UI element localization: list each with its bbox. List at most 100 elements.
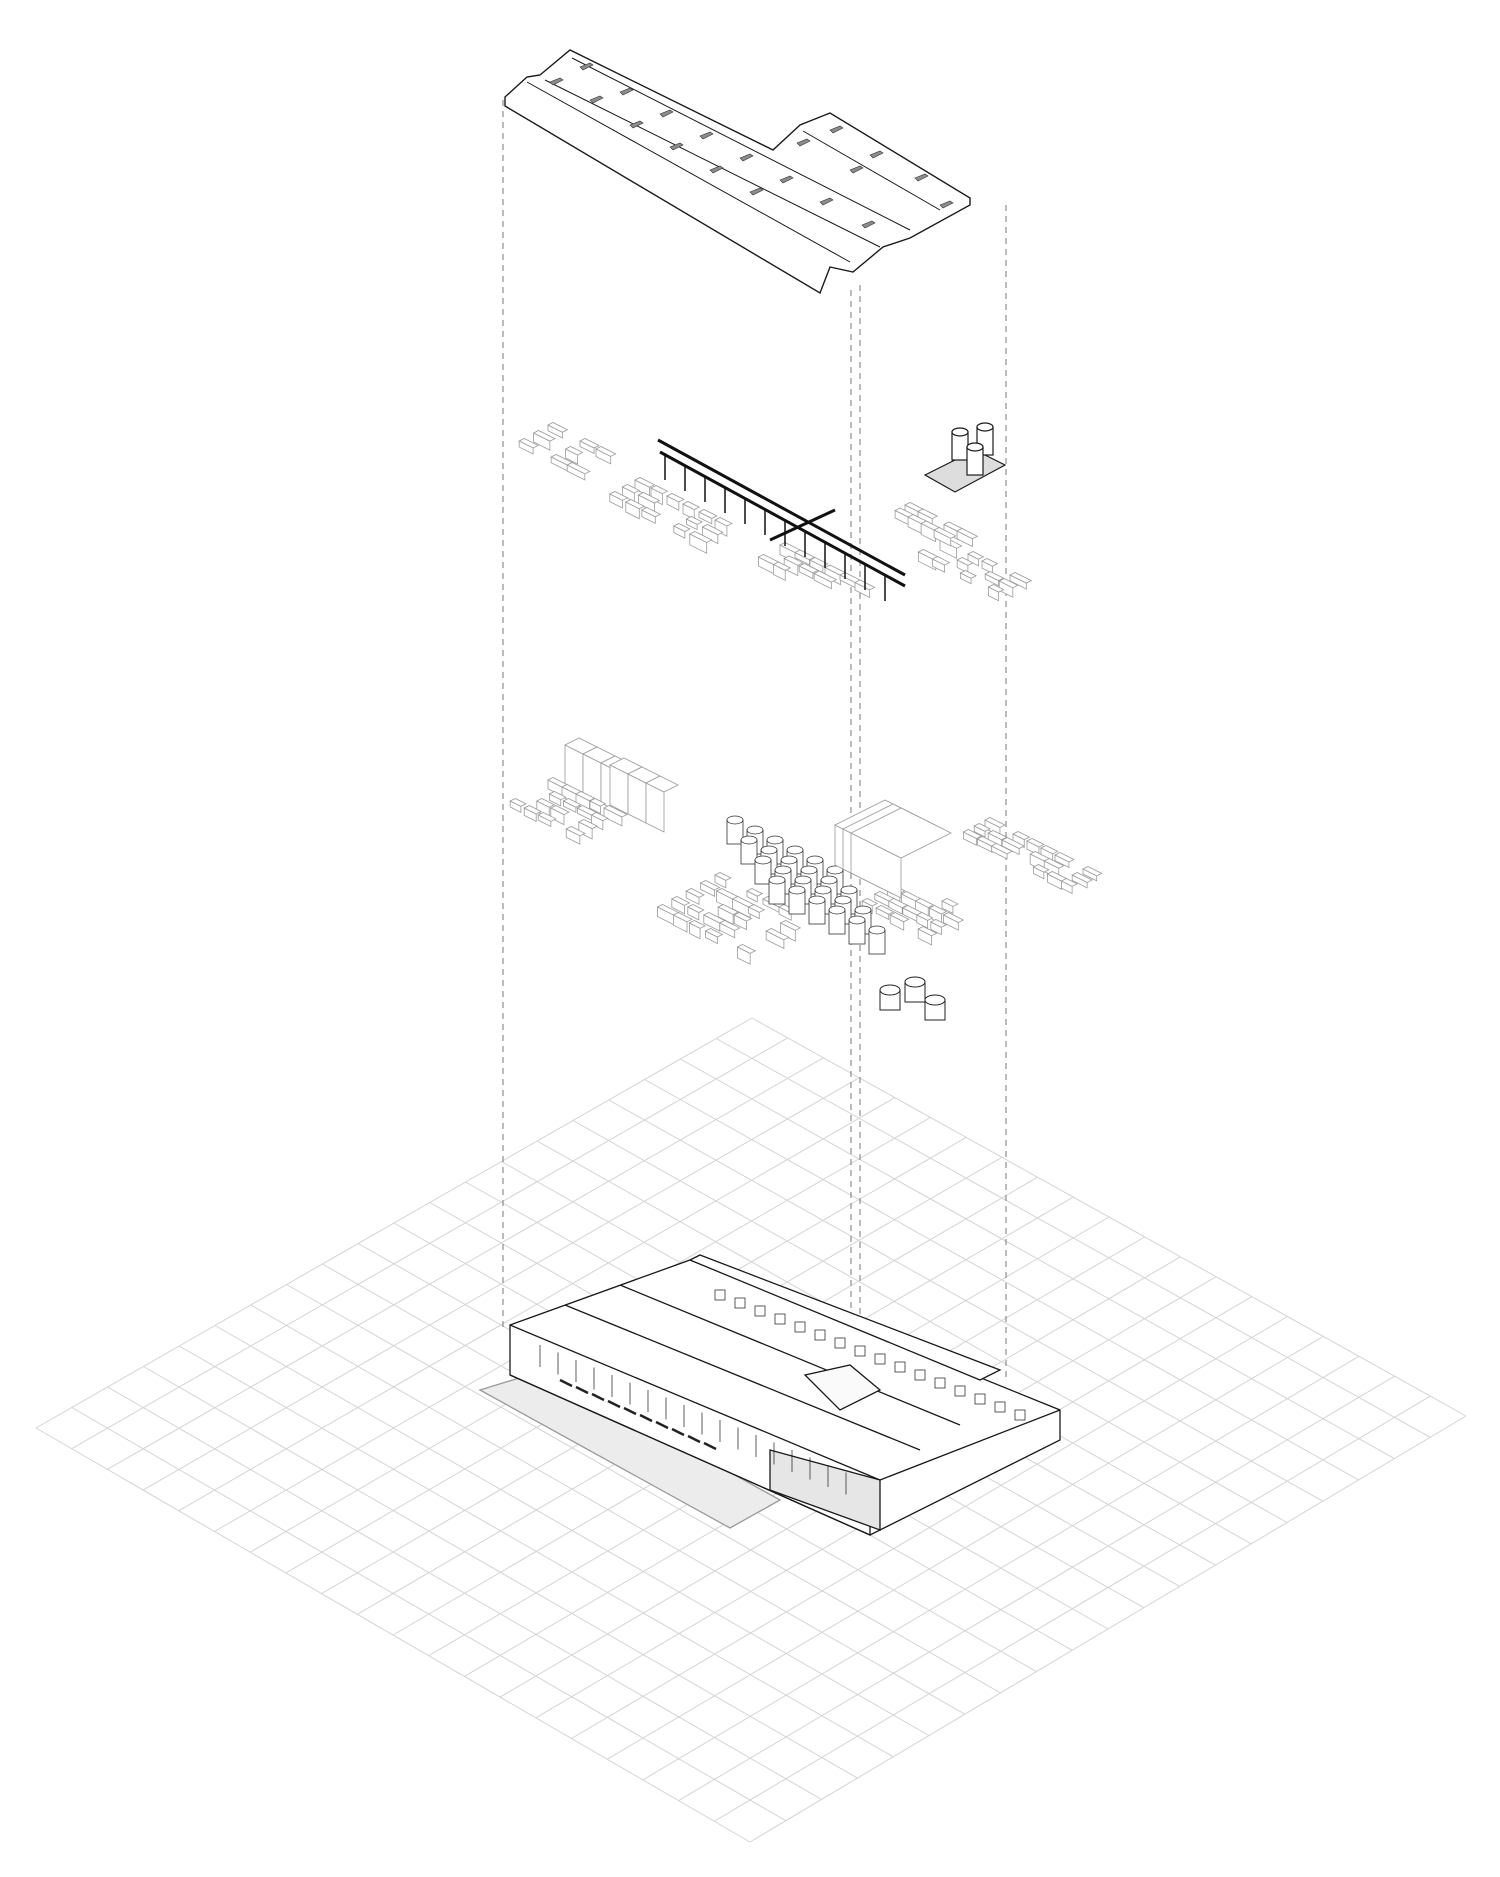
window — [854, 1345, 866, 1357]
fermentation-tank-top — [754, 855, 772, 865]
workbench-top — [765, 928, 790, 941]
skylight — [549, 77, 564, 86]
storage-cart-top — [1012, 831, 1031, 841]
equipment-crate-top — [956, 557, 974, 566]
equipment-bench-top — [518, 438, 539, 449]
building-details — [539, 1289, 1026, 1495]
skylight — [709, 165, 724, 174]
workbench-top — [537, 812, 557, 822]
skylight — [749, 187, 764, 196]
workbench-top — [670, 896, 691, 906]
equipment-bench-top — [688, 531, 713, 543]
storage-cart-top — [1040, 845, 1059, 855]
grid-line — [571, 1316, 1288, 1739]
equipment-bench-top — [624, 499, 646, 510]
crane-beam-main — [657, 438, 906, 577]
equipment-bench-top — [672, 523, 691, 532]
fermentation-tank-top — [780, 855, 798, 865]
storage-cart-top — [1060, 878, 1079, 887]
equipment-table-top — [813, 570, 838, 583]
storage-cart-top — [1032, 864, 1050, 873]
skylight — [579, 62, 594, 71]
steel-frame-cube-top — [850, 807, 952, 859]
skylight — [829, 125, 844, 134]
storage-cart-top — [1054, 852, 1075, 863]
equipment-bench-top — [698, 509, 718, 519]
equipment-crate-top — [933, 527, 957, 539]
projection-lines — [502, 100, 1007, 1380]
window — [734, 1297, 746, 1309]
grid-line — [107, 1386, 822, 1800]
equipment-layer-middle — [509, 737, 1103, 1021]
building-courtyard-wall — [688, 1254, 1002, 1381]
window — [874, 1353, 886, 1365]
window — [994, 1401, 1006, 1413]
equipment-bench-top — [666, 493, 685, 503]
grid-line — [606, 1335, 1324, 1760]
workbench-top — [523, 805, 543, 815]
workbench-top — [590, 812, 609, 822]
workbench-top — [717, 904, 740, 915]
storage-cart-top — [1071, 872, 1094, 883]
rail-segment — [623, 1406, 637, 1416]
equipment-crate-top — [959, 570, 977, 579]
rail-segment — [591, 1392, 605, 1402]
fermentation-tank-top — [726, 815, 744, 825]
equipment-bench-top — [682, 501, 701, 511]
skylight — [914, 173, 929, 182]
silo-tank-top — [976, 422, 994, 432]
equipment-crate-top — [1009, 572, 1033, 584]
workbench-top — [549, 805, 570, 816]
fermentation-tank-top — [848, 915, 866, 925]
workbench-top — [509, 798, 527, 807]
brew-kettle-top — [904, 976, 926, 988]
equipment-crate-top — [956, 528, 979, 540]
workbench-top — [746, 888, 764, 897]
workbench-top — [736, 944, 757, 954]
equipment-table-top — [783, 555, 804, 566]
workbench-top — [889, 912, 910, 923]
workbench-top — [915, 912, 934, 921]
workbench-top — [733, 912, 753, 922]
workbench-top — [548, 791, 567, 801]
workbench-top — [686, 904, 705, 913]
building-gable-2 — [803, 1364, 882, 1411]
grid-line — [35, 1427, 751, 1843]
workbench-top — [914, 898, 935, 908]
equipment-table-top — [772, 561, 792, 571]
grid-line — [250, 1304, 966, 1715]
fermentation-tank-top — [868, 925, 886, 935]
storage-rack-top — [645, 775, 679, 793]
window — [914, 1369, 926, 1381]
equipment-bench-top — [547, 422, 569, 433]
rail-segment — [559, 1378, 573, 1388]
skylight — [939, 200, 954, 209]
brew-kettle-top — [879, 984, 901, 996]
grid-line — [71, 1407, 787, 1822]
silo-tank-top — [951, 427, 969, 437]
equipment-bench-top — [595, 446, 617, 457]
workbench-top — [714, 872, 732, 881]
rail-segment — [607, 1399, 621, 1409]
window — [954, 1385, 966, 1397]
skylight — [849, 165, 864, 174]
grid-line — [214, 1325, 930, 1736]
fermentation-tank-top — [794, 875, 812, 885]
roof-ridge-3 — [571, 57, 911, 231]
grid-line — [678, 1375, 1395, 1802]
roof-ridge-1 — [526, 81, 851, 263]
equipment-bench-top — [608, 491, 629, 501]
skylight — [589, 95, 604, 104]
equipment-bench-top — [637, 492, 661, 504]
equipment-bench-top — [701, 524, 724, 536]
fermentation-tank-top — [806, 855, 824, 865]
skylight — [669, 142, 684, 151]
equipment-bench-top — [566, 462, 591, 475]
grid-line — [749, 1415, 1467, 1843]
roof-layer — [504, 49, 971, 295]
rail-segment — [575, 1385, 589, 1395]
workbench-top — [603, 805, 628, 818]
workbench-top — [535, 798, 556, 808]
workbench-top — [887, 898, 909, 909]
storage-cart-top — [984, 817, 1006, 828]
